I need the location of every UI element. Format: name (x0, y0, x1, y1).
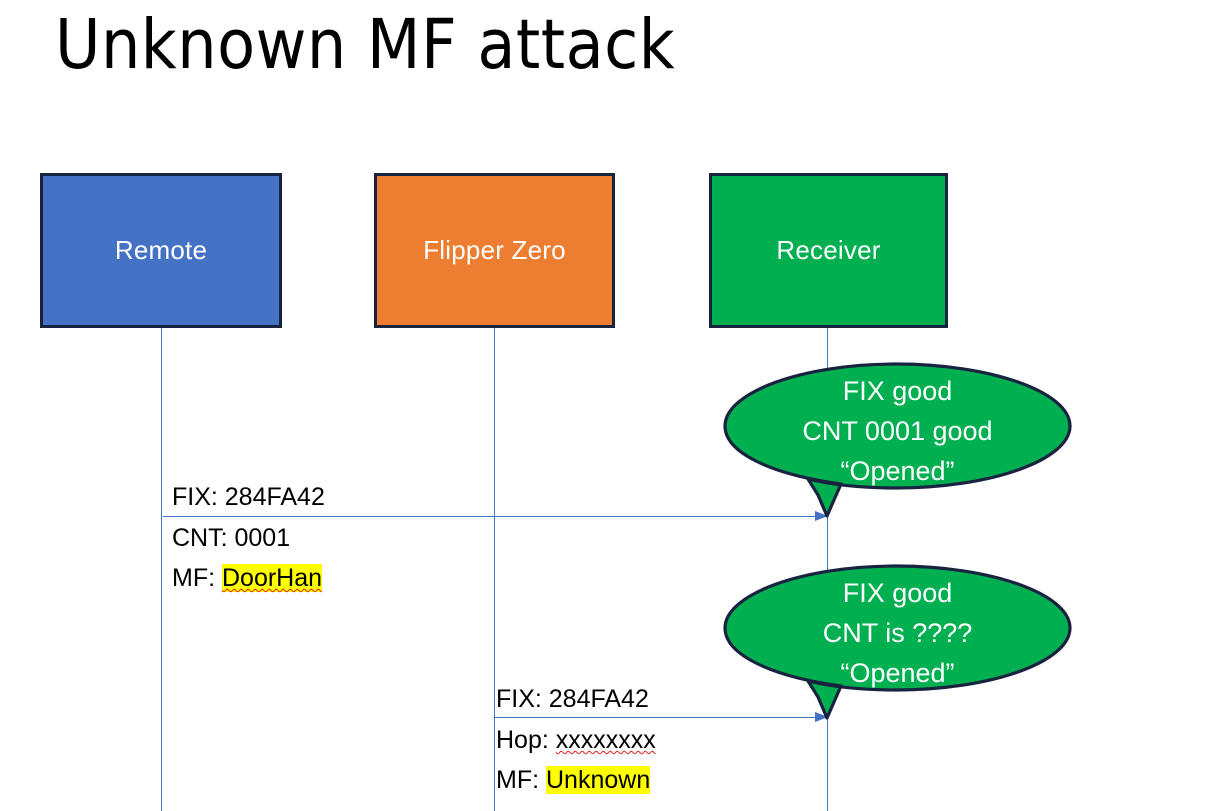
message-label-flipper-fix: FIX: 284FA42 (496, 685, 649, 713)
page-title: Unknown MF attack (55, 5, 676, 85)
message-line-remote-mf: MF: DoorHan (172, 558, 323, 598)
message-line-remote-mf-prefix: MF: (172, 564, 222, 592)
message-line-flipper-mf-prefix: MF: (496, 766, 546, 794)
speech-bubble-receiver-second: FIX good CNT is ???? “Opened” (723, 564, 1072, 724)
message-line-flipper-hop-value: xxxxxxxx (555, 726, 656, 754)
message-label-flipper-details: Hop: xxxxxxxx MF: Unknown (496, 720, 656, 800)
lifeline-remote (161, 328, 162, 811)
message-line-flipper-hop-prefix: Hop: (496, 726, 556, 754)
message-line-flipper-hop: Hop: xxxxxxxx (496, 720, 656, 760)
speech-bubble-receiver-first: FIX good CNT 0001 good “Opened” (723, 362, 1072, 522)
actor-box-flipper-zero[interactable]: Flipper Zero (374, 173, 615, 328)
actor-label-remote: Remote (114, 235, 208, 265)
actor-box-receiver[interactable]: Receiver (709, 173, 948, 328)
message-line-remote-mf-value: DoorHan (222, 564, 323, 592)
message-line-flipper-mf: MF: Unknown (496, 760, 656, 800)
speech-bubble-shape-icon (723, 564, 1072, 720)
message-line-flipper-mf-value: Unknown (546, 766, 651, 794)
message-label-remote-fix: FIX: 284FA42 (172, 483, 325, 511)
speech-bubble-shape-icon (723, 362, 1072, 518)
message-line-remote-cnt: CNT: 0001 (172, 524, 291, 552)
actor-label-receiver: Receiver (776, 235, 881, 265)
actor-box-remote[interactable]: Remote (40, 173, 282, 328)
actor-label-flipper-zero: Flipper Zero (423, 235, 566, 265)
message-arrow-remote-to-receiver (163, 511, 828, 521)
message-arrow-flipper-to-receiver (495, 712, 828, 722)
message-label-remote-details: CNT: 0001 MF: DoorHan (172, 518, 323, 598)
lifeline-flipper-zero (494, 328, 495, 811)
